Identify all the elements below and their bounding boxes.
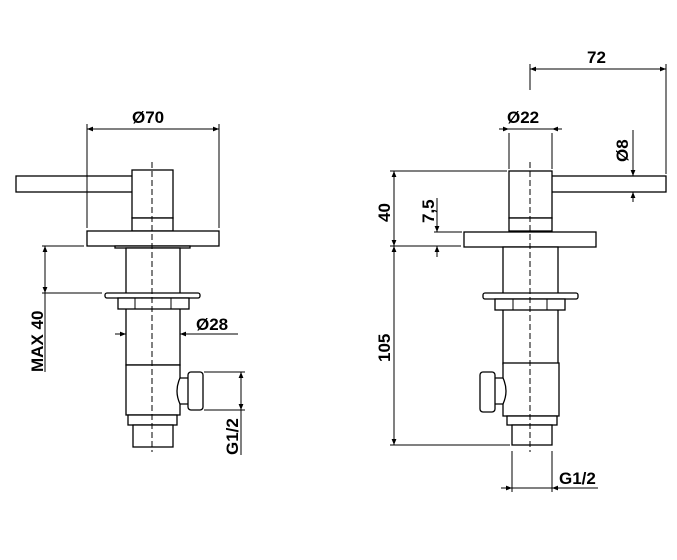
dim-105: 105: [375, 334, 394, 362]
bottom-nut: [506, 415, 558, 426]
valve-body: [502, 362, 560, 417]
dim-diameter-8: Ø8: [613, 139, 632, 162]
lock-nut: [117, 297, 190, 310]
dim-g12-side: G1/2: [223, 418, 242, 455]
left-valve-parts: [15, 162, 220, 452]
right-valve-parts: [463, 162, 667, 452]
dim-g12-bottom: G1/2: [559, 469, 596, 488]
dim-72: 72: [587, 48, 606, 67]
bottom-fitting: [132, 424, 174, 448]
dim-7-5: 7,5: [419, 199, 438, 223]
escutcheon-plate: [86, 230, 220, 247]
dim-diameter-28: Ø28: [196, 315, 228, 334]
dim-diameter-70: Ø70: [132, 108, 164, 127]
lever-handle: [549, 175, 667, 193]
left-dimensions: Ø70 MAX 40 Ø28 G1/2: [28, 108, 245, 455]
dim-diameter-22: Ø22: [507, 108, 539, 127]
valve-body: [125, 364, 181, 416]
dim-max-40: MAX 40: [28, 311, 47, 372]
lever-handle: [15, 175, 135, 193]
side-outlet-cap: [187, 371, 204, 411]
bottom-fitting: [511, 424, 553, 446]
dim-40: 40: [375, 203, 394, 222]
right-dimensions: 72 Ø22 Ø8 40 7,5 105: [375, 48, 667, 492]
left-view: Ø70 MAX 40 Ø28 G1/2: [15, 108, 245, 455]
side-outlet-cap: [479, 371, 496, 413]
right-view: 72 Ø22 Ø8 40 7,5 105: [375, 48, 667, 492]
